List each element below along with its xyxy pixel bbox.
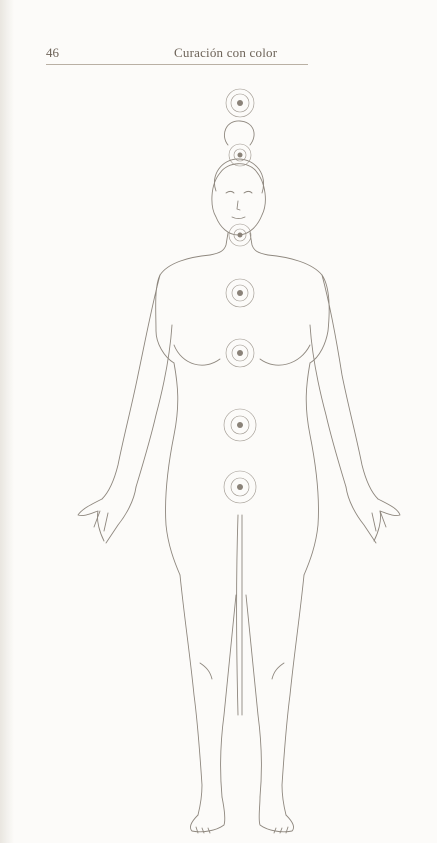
running-head: 46 Curación con color — [46, 43, 308, 63]
chakra-throat — [229, 224, 251, 246]
chakra-third-eye — [229, 144, 251, 166]
page-number: 46 — [46, 45, 59, 61]
chakra-heart — [226, 279, 254, 307]
body-outline-drawing — [60, 75, 410, 835]
chakra-solar-plexus — [226, 339, 254, 367]
body-outline — [78, 121, 400, 833]
header-rule — [46, 64, 308, 65]
running-title: Curación con color — [174, 45, 277, 61]
page-edge-shadow — [0, 0, 14, 843]
body-figure — [60, 75, 410, 835]
chakra-crown — [226, 89, 254, 117]
chakra-root — [224, 471, 256, 503]
chakra-sacral — [224, 409, 256, 441]
